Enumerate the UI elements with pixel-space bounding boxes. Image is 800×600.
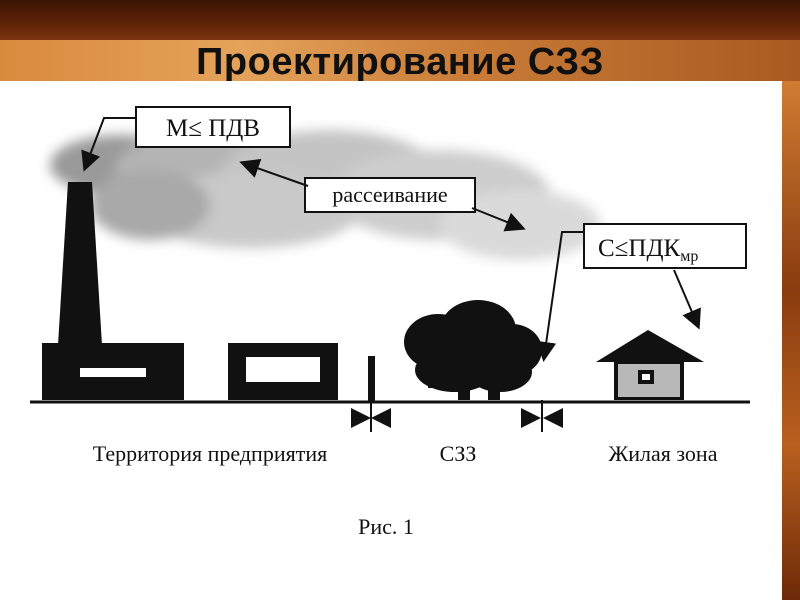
emission-limit-box [135,106,291,148]
dispersion-label: рассеивание [332,182,447,207]
concentration-limit-main: С≤ПДК [598,235,681,262]
trees [404,300,542,400]
zone-label-residential: Жилая зона [609,441,718,466]
slide-title: Проектирование СЗЗ [196,41,604,83]
concentration-limit-subscript: мр [680,248,698,265]
boundary-post [368,356,375,402]
emission-limit-label: М≤ ПДВ [166,115,260,142]
zone-label-szz: СЗЗ [440,441,477,466]
emission-arrow [81,117,136,172]
concentration-limit-box [583,223,747,269]
zone-boundary-left [351,392,391,432]
concentration-arrow-szz [536,231,584,362]
zone-boundary-right [521,400,563,432]
chimney [58,182,102,345]
warehouse-window [246,357,320,382]
concentration-limit-label: С≤ПДКмр [598,235,698,265]
title-plate [0,40,800,82]
factory-window [80,368,146,377]
dispersion-arrow-right [471,207,526,232]
dispersion-arrow-left [239,158,309,187]
dispersion-box [304,177,476,213]
concentration-arrow-house [673,269,701,330]
figure-caption: Рис. 1 [358,514,414,539]
top-decorative-band [0,0,800,40]
house [596,330,704,400]
right-decorative-strip [782,81,800,600]
zone-label-enterprise: Территория предприятия [93,441,327,466]
